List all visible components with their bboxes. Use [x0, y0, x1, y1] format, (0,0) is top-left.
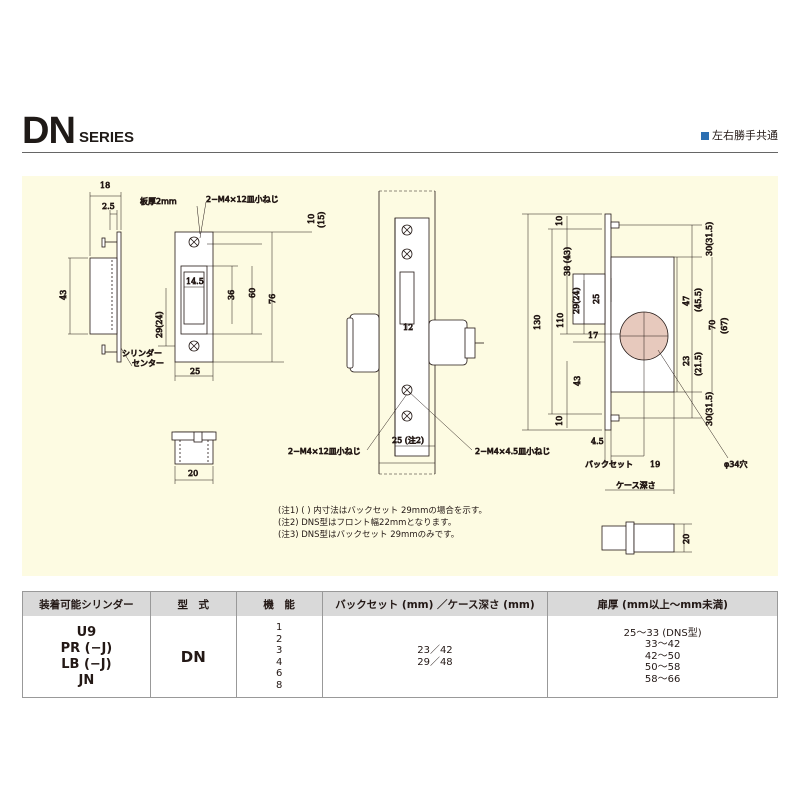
dim-30-31-5-bottom: 30(31.5)	[705, 392, 714, 426]
dim-25: 25	[190, 367, 200, 376]
dim-110: 110	[556, 313, 565, 328]
label-cylinder-center-2: センター	[132, 359, 164, 368]
dim-12: 12	[403, 323, 413, 332]
dim-36: 36	[227, 290, 236, 300]
label-cylinder-center-1: シリンダー	[122, 348, 162, 358]
dim-29-24: 29(24)	[155, 311, 164, 338]
cell-functions: 1 2 3 4 6 8	[235, 616, 323, 698]
technical-drawing: 18 2.5 43 シリンダー センター	[59, 181, 748, 555]
cylinder-item: PR (−J)	[60, 640, 113, 656]
header-function: 機 能	[235, 591, 323, 616]
note-1: (注1) ( ) 内寸法はバックセット 29mmの場合を示す。	[278, 506, 488, 516]
label-screw-top: 2−M4×12皿小ねじ	[206, 195, 279, 204]
function-item: 6	[275, 668, 283, 679]
square-icon	[701, 132, 709, 140]
table-row: U9 PR (−J) LB (−J) JN DN 1 2 3 4 6 8 23／…	[22, 616, 778, 698]
cylinder-item: U9	[76, 624, 97, 640]
dim-10-top: 10	[555, 216, 564, 226]
header-model: 型 式	[149, 591, 237, 616]
drawing-panel: 18 2.5 43 シリンダー センター	[22, 176, 778, 576]
note-2: (注2) DNS型はフロント幅22mmとなります。	[278, 518, 457, 528]
backset-item: 23／42	[417, 645, 453, 656]
cell-backsets: 23／42 29／48	[321, 616, 549, 698]
dim-43-case: 43	[573, 376, 582, 386]
header-cylinders: 装着可能シリンダー	[22, 591, 151, 616]
dim-19: 19	[650, 460, 660, 469]
table-header-row: 装着可能シリンダー 型 式 機 能 バックセット (mm) ／ケース深さ (mm…	[22, 591, 778, 616]
label-case-depth: ケース深さ	[616, 481, 656, 490]
function-item: 1	[275, 622, 283, 633]
dim-20: 20	[188, 469, 198, 478]
dim-30-31-5-top: 30(31.5)	[705, 222, 714, 256]
label-plate-thickness: 板厚2mm	[140, 196, 177, 206]
door-thickness-item: 58〜66	[644, 673, 681, 685]
label-screw-bottom-left: 2−M4×12皿小ねじ	[288, 447, 361, 456]
function-item: 8	[275, 679, 283, 691]
dim-76: 76	[268, 294, 277, 304]
compatibility-badge: 左右勝手共通	[701, 128, 778, 144]
dim-20-latch: 20	[682, 534, 691, 544]
cylinder-item: LB (−J)	[61, 656, 112, 672]
model-value: DN	[180, 647, 206, 666]
dim-21-5: (21.5)	[694, 352, 703, 376]
dim-25-case: 25	[592, 294, 601, 304]
lock-case-side-view	[522, 213, 729, 494]
dim-25-note2: 25 (注2)	[392, 435, 424, 445]
strike-box-view	[171, 431, 217, 484]
note-3: (注3) DNS型はバックセット 29mmのみです。	[278, 530, 460, 540]
header-door-thickness: 扉厚 (mm以上〜mm未満)	[547, 591, 778, 616]
dim-130: 130	[533, 315, 542, 330]
header-divider	[22, 152, 778, 153]
function-item: 2	[275, 633, 283, 645]
spec-table: 装着可能シリンダー 型 式 機 能 バックセット (mm) ／ケース深さ (mm…	[22, 591, 778, 698]
dim-67: (67)	[720, 318, 729, 334]
dim-43: 43	[59, 290, 68, 300]
dim-29-24-case: 29(24)	[572, 287, 581, 314]
cylinder-item: JN	[78, 672, 95, 688]
badge-text: 左右勝手共通	[712, 129, 778, 142]
dim-45-5: (45.5)	[694, 288, 703, 312]
dim-18: 18	[100, 181, 110, 190]
function-item: 4	[275, 656, 283, 668]
door-thickness-item: 33〜42	[644, 639, 681, 651]
dim-15-paren: (15)	[317, 212, 326, 228]
series-subtitle: SERIES	[79, 129, 135, 146]
dim-47: 47	[682, 296, 691, 306]
dim-10: 10	[307, 214, 316, 224]
dim-2-5: 2.5	[102, 202, 115, 211]
series-title: DN	[22, 110, 76, 152]
door-thickness-item: 50〜58	[644, 662, 681, 674]
notes-block: (注1) ( ) 内寸法はバックセット 29mmの場合を示す。 (注2) DNS…	[278, 505, 487, 541]
dim-38-43: 38 (43)	[563, 247, 572, 276]
dim-17: 17	[588, 331, 598, 340]
function-item: 3	[275, 645, 283, 656]
dim-14-5: 14.5	[186, 277, 204, 286]
label-screw-bottom-right: 2−M4×4.5皿小ねじ	[475, 447, 550, 456]
dim-10-bottom: 10	[555, 416, 564, 426]
door-thickness-item: 25〜33 (DNS型)	[623, 627, 702, 639]
cell-cylinders: U9 PR (−J) LB (−J) JN	[22, 616, 151, 698]
door-thickness-item: 42〜50	[644, 650, 681, 662]
latch-side-view	[601, 521, 692, 555]
strike-side-view	[68, 192, 133, 367]
dim-70: 70	[708, 320, 717, 330]
strike-front-view	[158, 201, 284, 381]
cell-door-thickness: 25〜33 (DNS型) 33〜42 42〜50 50〜58 58〜66	[547, 616, 778, 698]
cell-model: DN	[149, 616, 237, 698]
dim-23: 23	[682, 356, 691, 366]
series-header: DN SERIES 左右勝手共通	[22, 110, 778, 152]
label-backset: バックセット	[585, 460, 633, 469]
header-backset: バックセット (mm) ／ケース深さ (mm)	[321, 591, 549, 616]
lock-door-section	[346, 190, 484, 475]
dim-60: 60	[248, 288, 257, 298]
backset-item: 29／48	[417, 656, 453, 668]
dim-4-5: 4.5	[591, 437, 604, 446]
label-hole: φ34穴	[724, 459, 747, 469]
